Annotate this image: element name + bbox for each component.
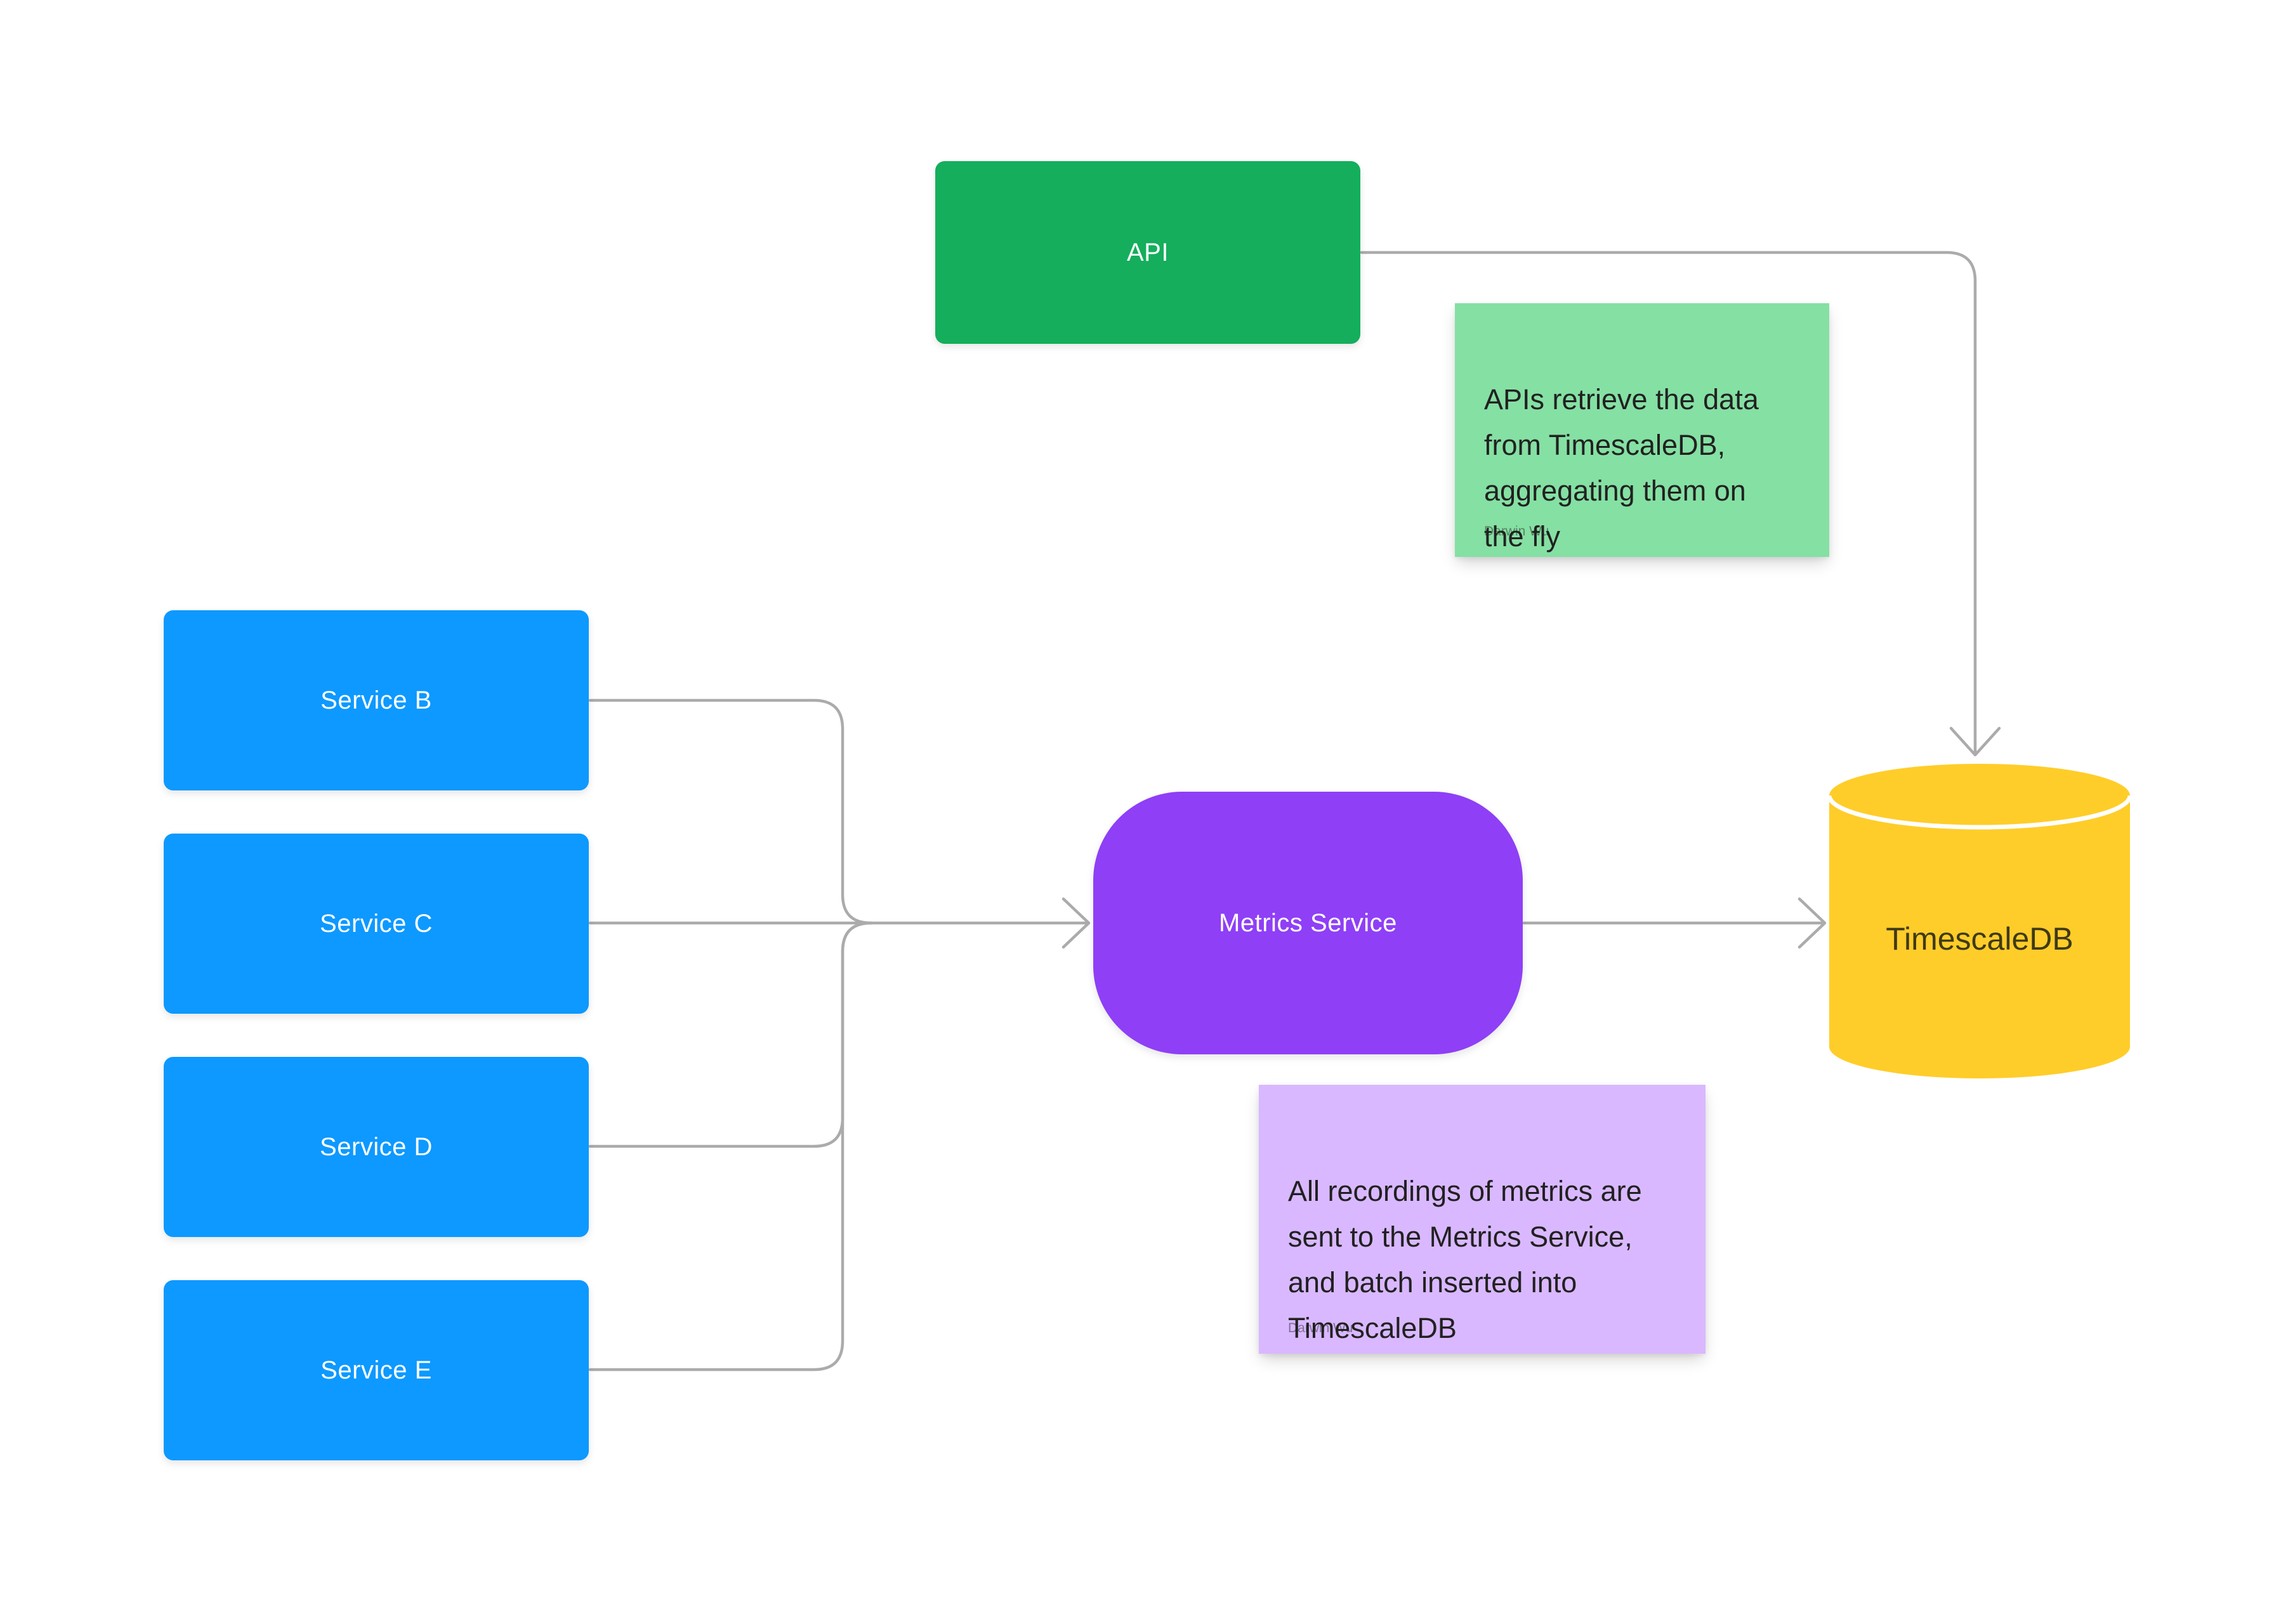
api-node[interactable]: API bbox=[935, 161, 1360, 344]
connector-service-d[interactable] bbox=[588, 921, 873, 1148]
arrowhead-right2-icon bbox=[1798, 897, 1827, 949]
metrics-sticky-author: Darwin Wu bbox=[1288, 1321, 1353, 1335]
service-b-label: Service B bbox=[320, 686, 432, 714]
service-e-label: Service E bbox=[320, 1356, 432, 1384]
timescaledb-node[interactable] bbox=[1827, 764, 2133, 1078]
arrowhead-down-icon bbox=[1949, 726, 2001, 757]
metrics-sticky-note[interactable]: All recordings of metrics are sent to th… bbox=[1259, 1085, 1705, 1354]
cylinder-lid bbox=[1829, 764, 2130, 827]
service-c-label: Service C bbox=[320, 909, 433, 938]
api-sticky-note[interactable]: APIs retrieve the data from TimescaleDB,… bbox=[1455, 303, 1829, 557]
cylinder-seam bbox=[1827, 795, 2133, 830]
service-c-node[interactable]: Service C bbox=[164, 834, 589, 1014]
metrics-service-label: Metrics Service bbox=[1219, 908, 1397, 937]
metrics-service-node[interactable]: Metrics Service bbox=[1093, 792, 1523, 1054]
connector-service-b[interactable] bbox=[588, 698, 873, 925]
connector-service-e[interactable] bbox=[588, 921, 873, 1372]
service-d-node[interactable]: Service D bbox=[164, 1057, 589, 1237]
service-d-label: Service D bbox=[320, 1132, 433, 1161]
connector-api-to-timescaledb[interactable] bbox=[1360, 251, 1977, 753]
timescaledb-label: TimescaleDB bbox=[1886, 921, 2074, 957]
arrowhead-right-icon bbox=[1061, 897, 1091, 949]
cylinder-body bbox=[1829, 796, 2130, 1078]
service-b-node[interactable]: Service B bbox=[164, 610, 589, 790]
api-sticky-text: APIs retrieve the data from TimescaleDB,… bbox=[1484, 383, 1759, 553]
api-sticky-author: Darwin Wu bbox=[1484, 524, 1549, 539]
service-e-node[interactable]: Service E bbox=[164, 1280, 589, 1460]
api-node-label: API bbox=[1127, 238, 1169, 266]
metrics-sticky-text: All recordings of metrics are sent to th… bbox=[1288, 1175, 1642, 1344]
